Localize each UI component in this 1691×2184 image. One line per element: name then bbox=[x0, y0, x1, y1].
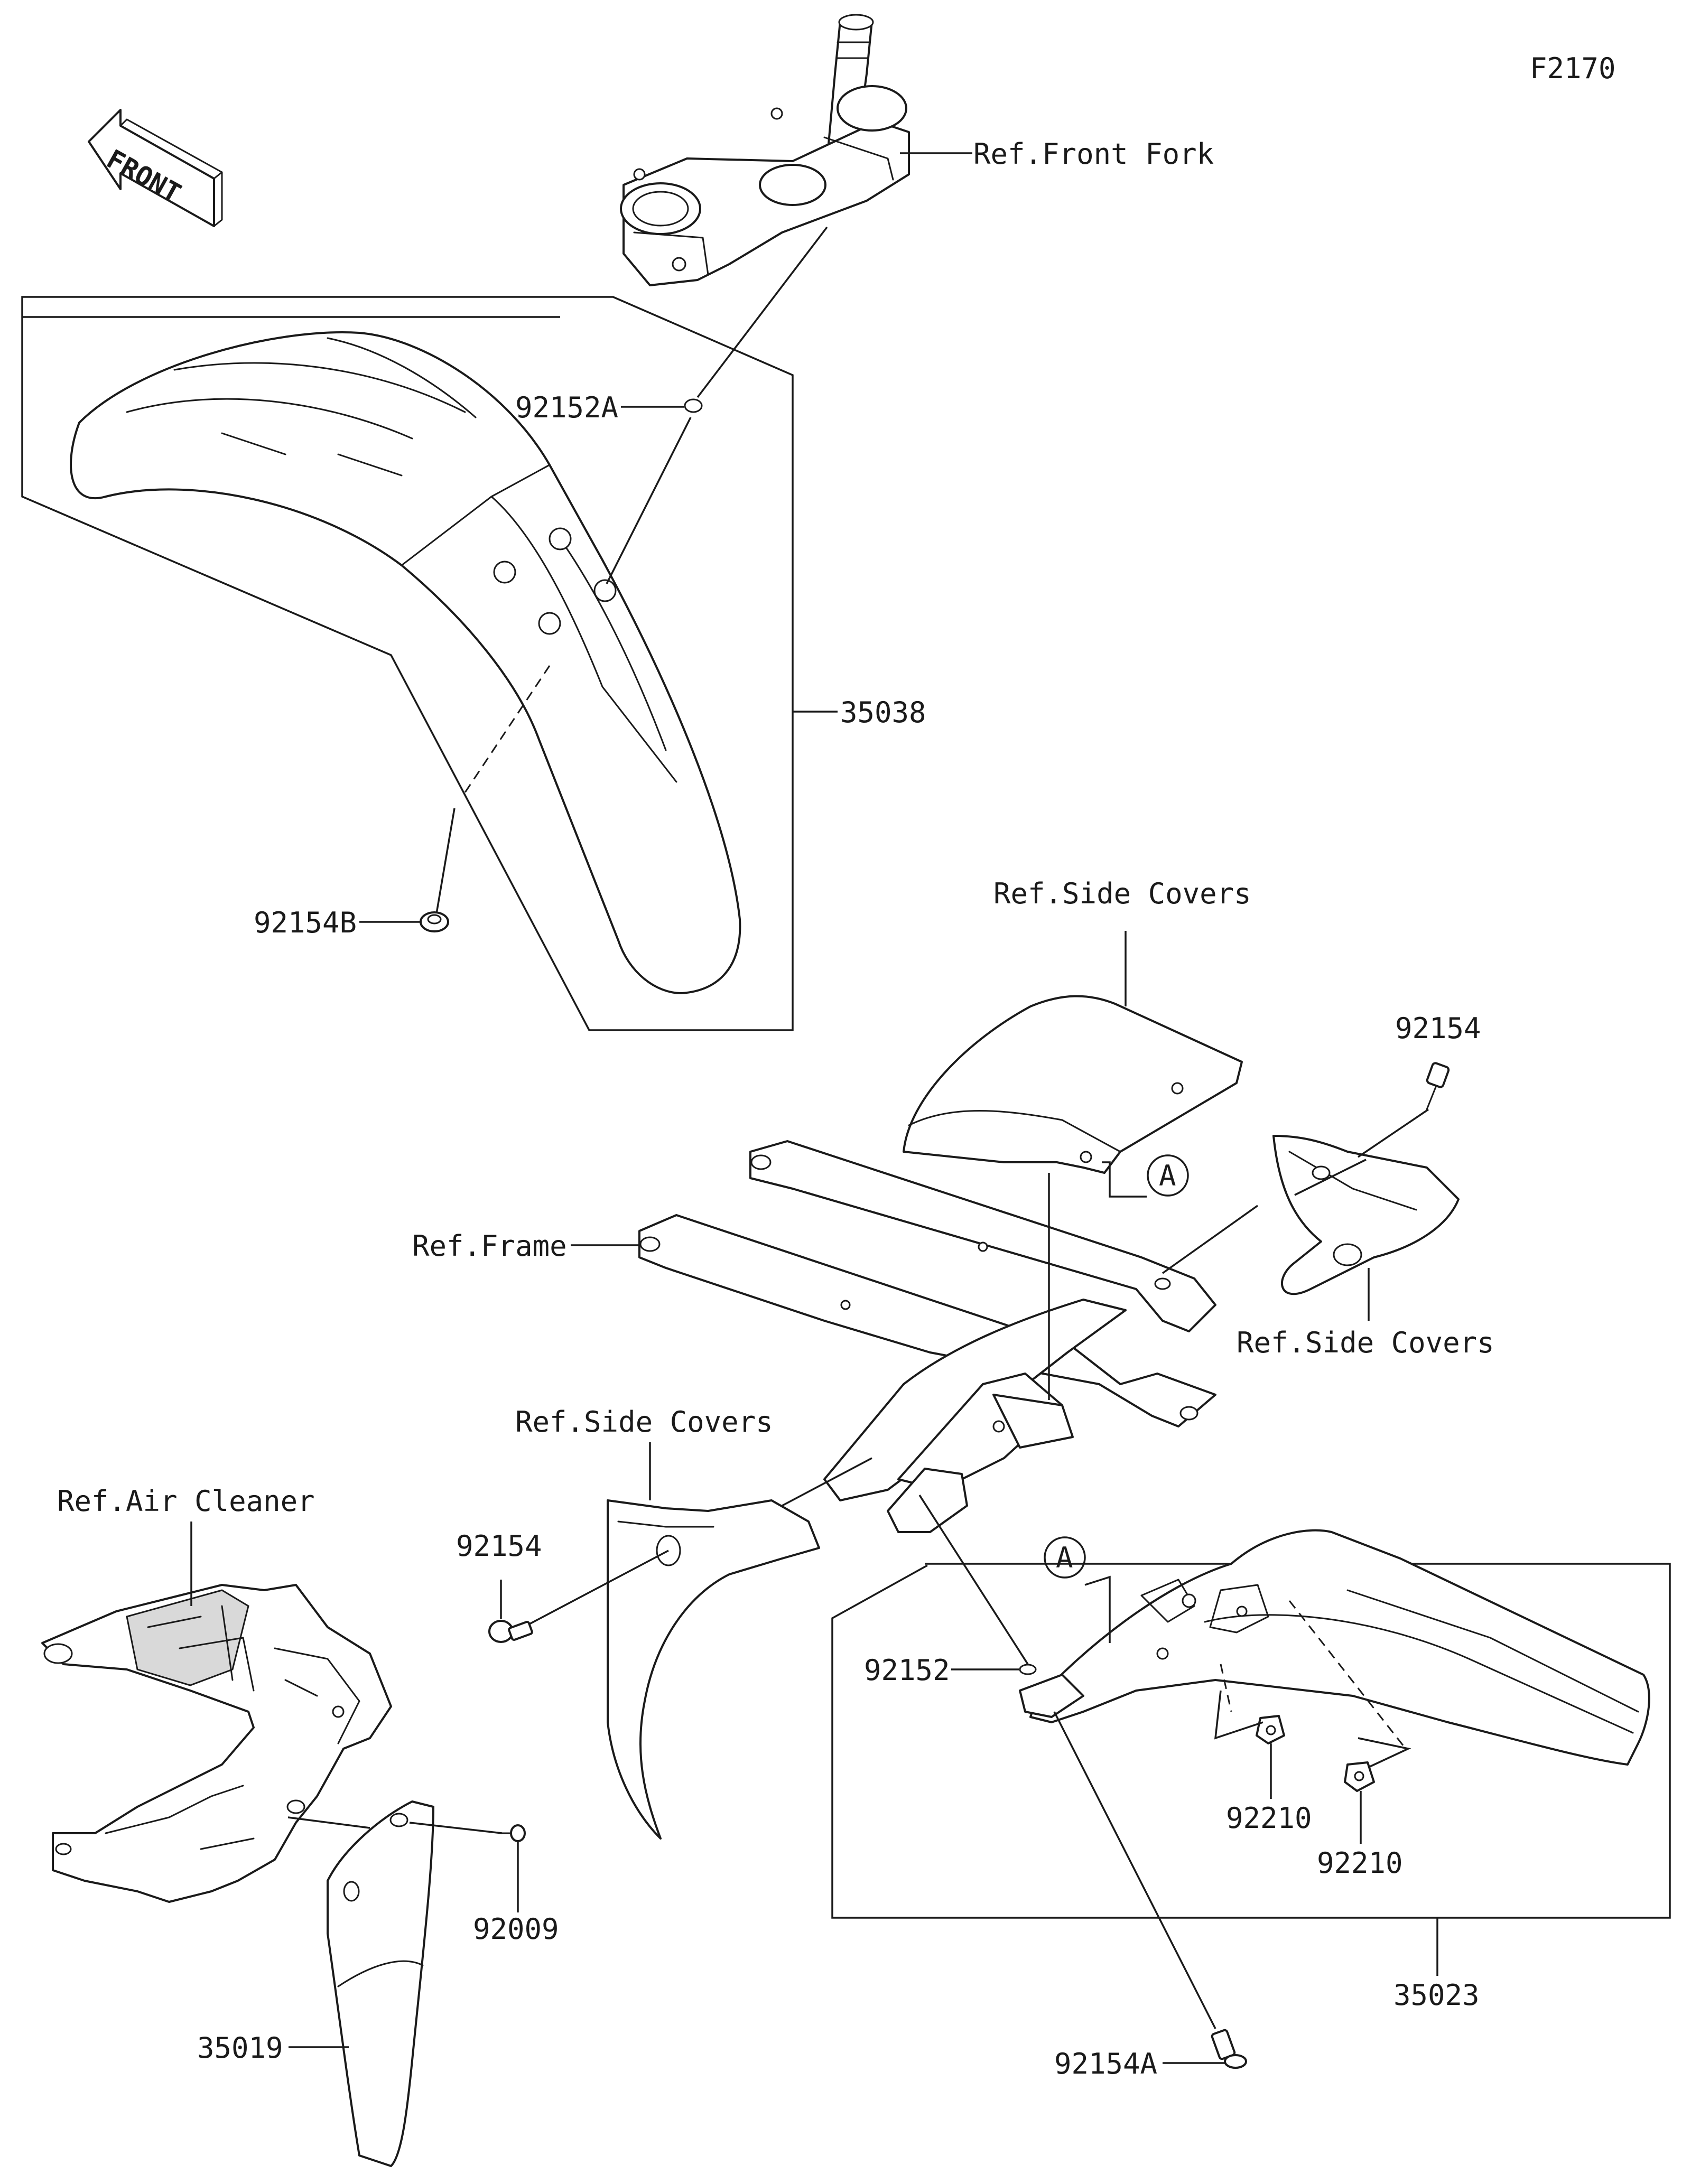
part-92210-b-label: 92210 bbox=[1317, 1846, 1403, 1880]
rear-fender-35023 bbox=[1019, 1529, 1650, 1766]
part-92154-right-label: 92154 bbox=[1395, 1012, 1481, 1045]
bolt-92154B bbox=[420, 911, 449, 932]
callout-a-top: A bbox=[1159, 1159, 1176, 1192]
guard-35019 bbox=[327, 1800, 434, 2167]
washer-92152A bbox=[684, 398, 703, 413]
part-92154B-label: 92154B bbox=[254, 906, 357, 939]
callout-a-bottom: A bbox=[1056, 1541, 1073, 1574]
rear-subframe bbox=[638, 1140, 1216, 1533]
part-92152-label: 92152 bbox=[864, 1654, 950, 1687]
air-cleaner-housing bbox=[41, 1584, 392, 1903]
nut-92210-b bbox=[1344, 1761, 1375, 1792]
ref-side-covers-left-label: Ref.Side Covers bbox=[515, 1405, 773, 1439]
nut-92210-a bbox=[1256, 1715, 1285, 1744]
bolt-92154A bbox=[1211, 2029, 1247, 2069]
side-cover-left bbox=[607, 1499, 820, 1840]
ref-side-covers-right-label: Ref.Side Covers bbox=[1237, 1326, 1494, 1359]
front-direction-arrow-icon: FRONT bbox=[88, 109, 223, 227]
bolt-92154-left bbox=[488, 1620, 533, 1643]
ref-side-covers-top-label: Ref.Side Covers bbox=[993, 877, 1251, 910]
part-92154-left-label: 92154 bbox=[456, 1529, 542, 1563]
part-92154A-label: 92154A bbox=[1054, 2047, 1157, 2080]
ref-front-fork-label: Ref.Front Fork bbox=[973, 137, 1214, 171]
diagram-code: F2170 bbox=[1530, 52, 1616, 85]
part-35038-label: 35038 bbox=[840, 696, 926, 729]
part-35023-label: 35023 bbox=[1393, 1978, 1480, 2012]
part-35019-label: 35019 bbox=[197, 2031, 283, 2065]
callout-a-bottom-circle bbox=[1044, 1536, 1086, 1579]
ref-frame-label: Ref.Frame bbox=[412, 1229, 567, 1263]
callout-a-top-circle bbox=[1147, 1154, 1189, 1197]
side-cover-right bbox=[1272, 1135, 1460, 1295]
part-92009-label: 92009 bbox=[473, 1912, 559, 1946]
part-92210-a-label: 92210 bbox=[1226, 1802, 1312, 1835]
bolt-92154-right bbox=[1426, 1062, 1450, 1110]
front-fender-35038 bbox=[70, 331, 741, 994]
screw-92009 bbox=[501, 1824, 526, 1842]
side-cover-top bbox=[903, 995, 1243, 1174]
part-92152A-label: 92152A bbox=[515, 391, 618, 424]
steering-stem-triple-clamp bbox=[620, 14, 910, 286]
ref-air-cleaner-label: Ref.Air Cleaner bbox=[57, 1485, 315, 1518]
collar-92152 bbox=[1019, 1664, 1037, 1675]
